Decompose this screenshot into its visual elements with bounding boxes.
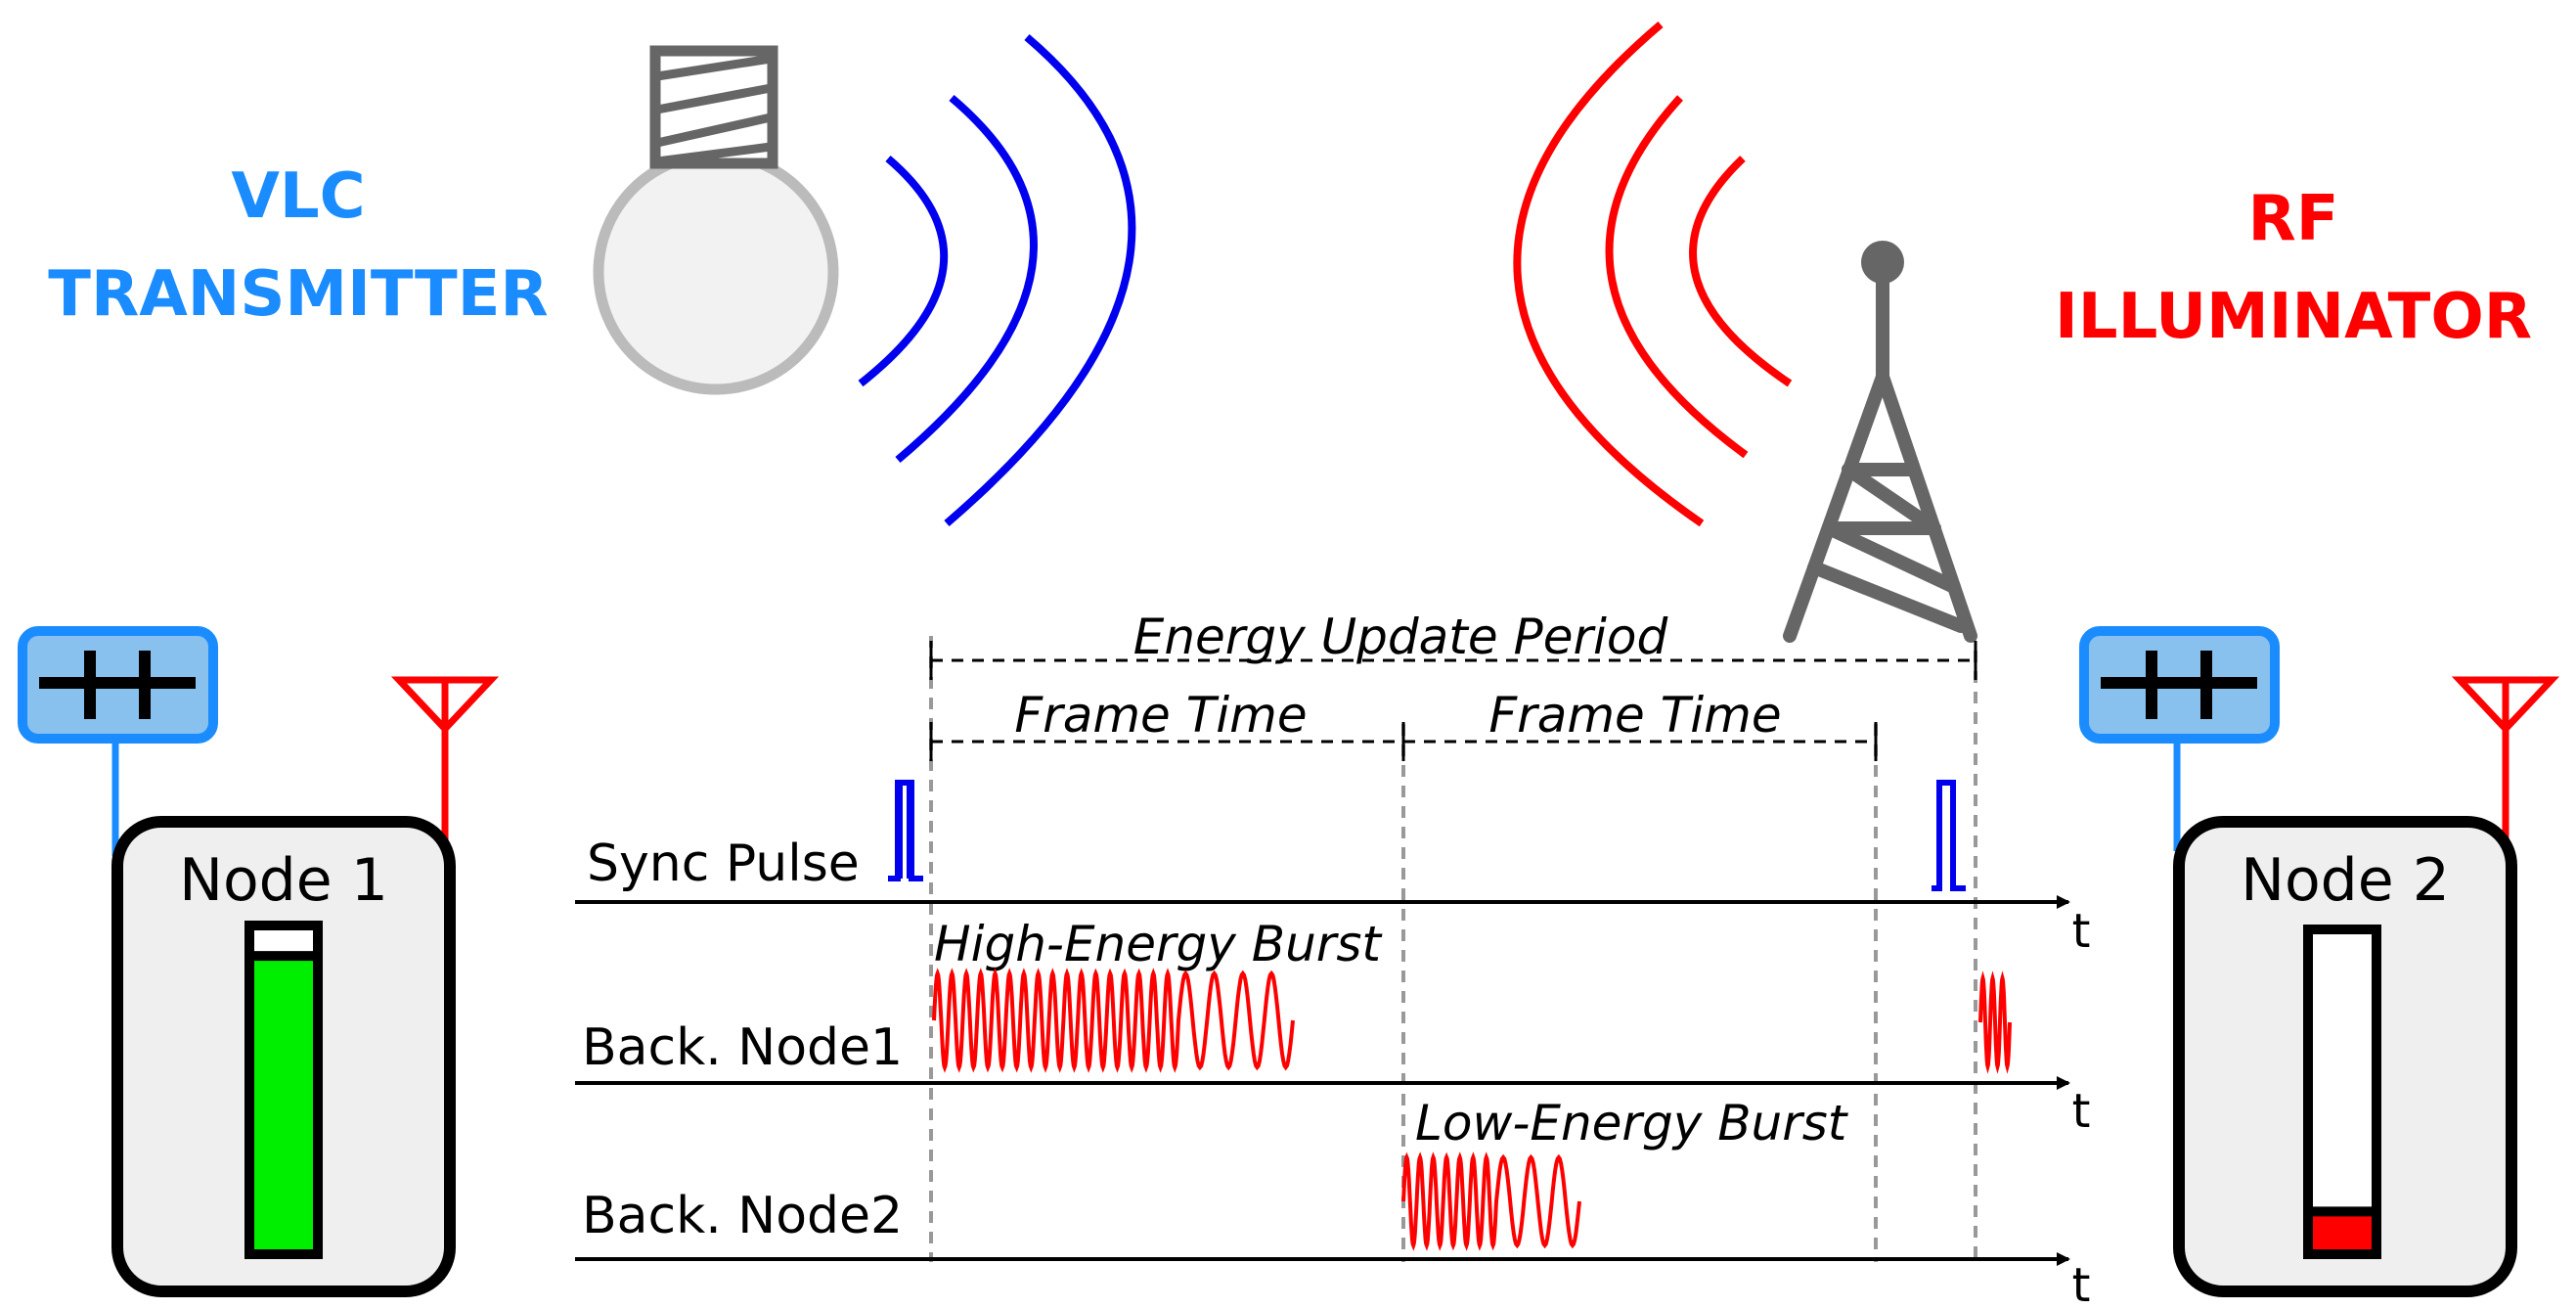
vlc-label-line1: VLC [231, 160, 365, 233]
light-bulb-icon [593, 45, 839, 395]
node2-antenna-icon [2451, 676, 2560, 841]
node2-label: Node 2 [2241, 846, 2450, 915]
high-energy-burst-waveform [932, 968, 1295, 1073]
rf-label-line1: RF [2248, 183, 2339, 255]
sync-pulse-2 [1932, 780, 1966, 891]
vlc-label-line2: TRANSMITTER [48, 258, 548, 331]
node1-antenna-icon [390, 676, 500, 851]
rf-label-line2: ILLUMINATOR [2055, 281, 2532, 353]
frame-time-brackets [929, 722, 1878, 761]
frame-time-label-2: Frame Time [1488, 687, 1781, 744]
rf-tower-icon [1783, 241, 1977, 643]
rf-wave-icon [1513, 21, 1793, 527]
row-label-back1: Back. Node1 [582, 1018, 903, 1077]
next-burst-waveform [1978, 970, 2012, 1074]
node2-battery-outline [2303, 925, 2381, 1259]
node1-label: Node 1 [179, 846, 388, 915]
frame-time-label-1: Frame Time [1014, 687, 1307, 744]
node1-battery-level [254, 956, 313, 1249]
node-2: Node 2 [2079, 626, 2560, 1297]
node1-photodiode-icon [18, 626, 218, 744]
node2-photodiode-icon [2079, 626, 2280, 744]
energy-update-period-label: Energy Update Period [1133, 609, 1668, 665]
low-energy-burst-waveform [1401, 1151, 1581, 1251]
vlc-wave-icon [858, 33, 1136, 527]
time-axis-t-label-1: t [2072, 904, 2091, 959]
node-1: Node 1 [18, 626, 500, 1297]
high-energy-burst-label: High-Energy Burst [934, 916, 1383, 972]
time-axis-t-label-3: t [2072, 1258, 2091, 1309]
energy-update-period-bracket [929, 641, 1977, 680]
sync-pulse-1 [888, 780, 923, 881]
node2-battery-level [2313, 1211, 2372, 1249]
low-energy-burst-label: Low-Energy Burst [1415, 1095, 1849, 1151]
row-label-sync: Sync Pulse [587, 835, 860, 893]
row-label-back2: Back. Node2 [582, 1187, 903, 1245]
time-axis-t-label-2: t [2072, 1084, 2091, 1139]
